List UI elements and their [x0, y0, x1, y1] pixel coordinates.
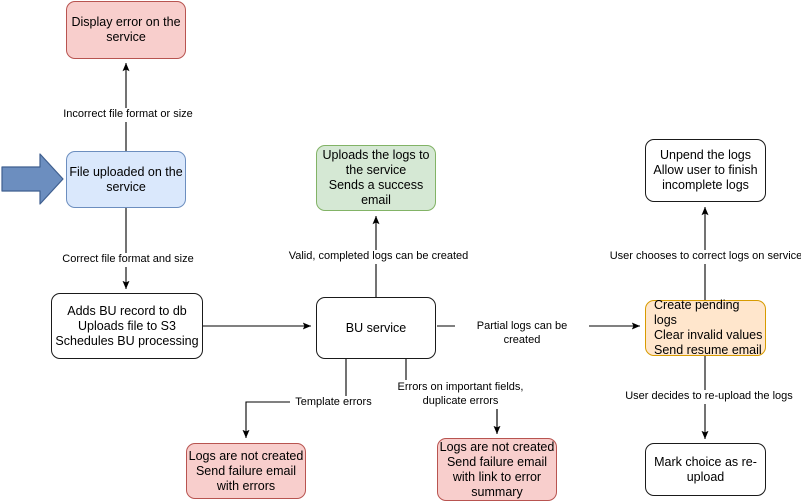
node-label: BU service: [345, 320, 407, 335]
edge-label-user-corrects-logs: User chooses to correct logs on service: [607, 250, 801, 264]
edge-label-user-reupload: User decides to re-upload the logs: [620, 390, 798, 404]
node-mark-choice[interactable]: Mark choice as re- upload: [645, 443, 766, 496]
node-unpend-logs[interactable]: Unpend the logs Allow user to finish inc…: [645, 139, 766, 202]
edge-label-errors-important-fields: Errors on important fields, duplicate er…: [391, 381, 530, 408]
node-adds-bu-record[interactable]: Adds BU record to db Uploads file to S3 …: [51, 293, 203, 359]
node-logs-not-created-fields[interactable]: Logs are not created Send failure email …: [437, 438, 557, 501]
node-logs-not-created-template[interactable]: Logs are not created Send failure email …: [186, 443, 306, 499]
node-label: Unpend the logs Allow user to finish inc…: [653, 148, 758, 192]
entry-arrow-icon: [1, 153, 64, 205]
edge-label-valid-completed: Valid, completed logs can be created: [284, 250, 473, 264]
node-label: Adds BU record to db Uploads file to S3 …: [55, 303, 199, 348]
node-label: Mark choice as re- upload: [654, 454, 757, 484]
edge-label-incorrect-format: Incorrect file format or size: [59, 108, 197, 122]
node-label: Logs are not created Send failure email …: [439, 439, 555, 499]
node-bu-service[interactable]: BU service: [316, 297, 436, 359]
node-create-pending-logs[interactable]: Create pending logs Clear invalid values…: [645, 298, 766, 357]
node-file-uploaded[interactable]: File uploaded on the service: [66, 151, 186, 208]
node-label: Logs are not created Send failure email …: [188, 448, 304, 493]
edge-label-template-errors: Template errors: [290, 396, 377, 410]
edge-label-partial-logs: Partial logs can be created: [455, 320, 589, 347]
node-label: Uploads the logs to the service Sends a …: [322, 148, 430, 207]
node-label: File uploaded on the service: [69, 164, 183, 194]
node-display-error[interactable]: Display error on the service: [66, 1, 186, 59]
edge-label-correct-format: Correct file format and size: [60, 253, 196, 267]
node-label: Create pending logs Clear invalid values…: [654, 298, 763, 357]
node-label: Display error on the service: [71, 15, 181, 44]
node-uploads-logs[interactable]: Uploads the logs to the service Sends a …: [316, 145, 436, 211]
